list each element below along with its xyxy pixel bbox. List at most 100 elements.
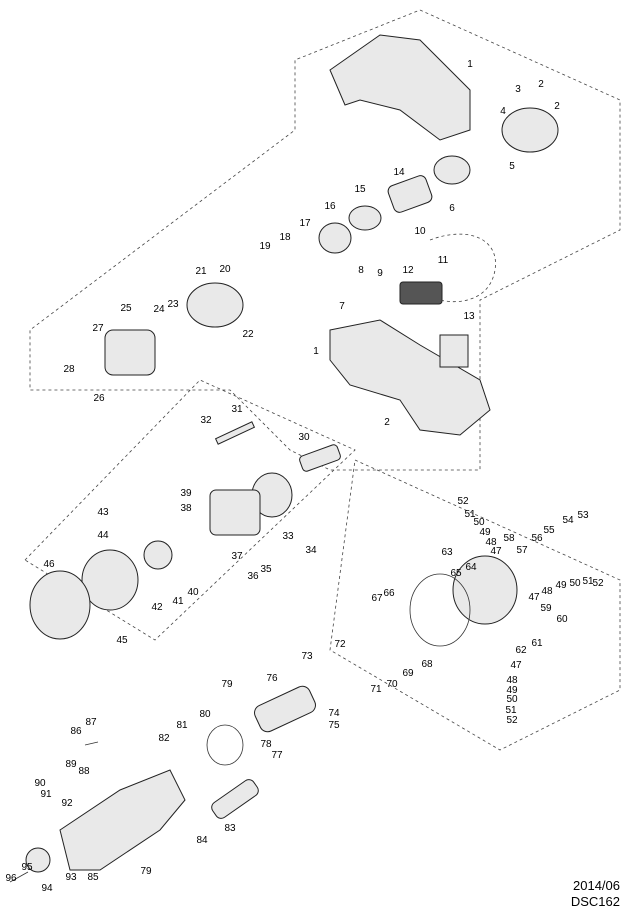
- valve-body: [452, 555, 518, 625]
- part-label: 78: [260, 739, 272, 750]
- part-label: 25: [120, 303, 132, 314]
- part-label: 38: [180, 503, 192, 514]
- part-label: 83: [224, 823, 236, 834]
- cylinder: [254, 685, 316, 733]
- part-label: 62: [515, 645, 527, 656]
- part-label: 33: [282, 531, 294, 542]
- part-label: 12: [402, 265, 414, 276]
- part-label: 37: [231, 551, 243, 562]
- part-label: 85: [87, 872, 99, 883]
- part-label: 65: [450, 568, 462, 579]
- screw-86: [84, 741, 99, 746]
- switch: [399, 281, 443, 305]
- part-label: 19: [259, 241, 271, 252]
- part-label: 7: [339, 301, 345, 312]
- part-label: 48: [506, 675, 518, 686]
- part-label: 11: [437, 255, 449, 266]
- housing-shell-top: [329, 34, 471, 141]
- part-label: 5: [509, 161, 515, 172]
- part-label: 48: [541, 586, 553, 597]
- part-label: 8: [358, 265, 364, 276]
- part-label: 20: [219, 264, 231, 275]
- group-outline-right: [329, 459, 621, 751]
- part-label: 41: [172, 596, 184, 607]
- part-label: 88: [78, 766, 90, 777]
- part-label: 81: [176, 720, 188, 731]
- controller: [439, 334, 469, 368]
- part-label: 64: [465, 562, 477, 573]
- field: [348, 205, 382, 231]
- outer-ring: [81, 549, 139, 611]
- part-label: 52: [592, 578, 604, 589]
- part-label: 87: [85, 717, 97, 728]
- part-label: 17: [299, 218, 311, 229]
- part-label: 32: [200, 415, 212, 426]
- part-label: 66: [383, 588, 395, 599]
- part-label: 72: [334, 639, 346, 650]
- part-label: 13: [463, 311, 475, 322]
- gear-housing: [186, 282, 244, 328]
- brush-plate: [433, 155, 471, 185]
- part-label: 30: [298, 432, 310, 443]
- part-label: 35: [260, 564, 272, 575]
- part-label: 1: [313, 346, 319, 357]
- part-label: 26: [93, 393, 105, 404]
- part-label: 90: [34, 778, 46, 789]
- part-label: 1: [467, 59, 473, 70]
- part-label: 40: [187, 587, 199, 598]
- part-label: 31: [231, 404, 243, 415]
- part-label: 63: [441, 547, 453, 558]
- bolt: [214, 421, 256, 445]
- armature: [387, 175, 433, 213]
- part-label: 55: [543, 525, 555, 536]
- part-label: 50: [506, 694, 518, 705]
- date-stamp: 2014/06: [573, 878, 620, 893]
- part-label: 67: [371, 593, 383, 604]
- part-label: 53: [577, 510, 589, 521]
- spring: [206, 724, 244, 766]
- part-label: 70: [386, 679, 398, 690]
- bearing-plate: [318, 222, 352, 254]
- part-label: 56: [531, 533, 543, 544]
- sleeve: [211, 779, 259, 819]
- part-label: 76: [266, 673, 278, 684]
- part-label: 18: [279, 232, 291, 243]
- part-label: 82: [158, 733, 170, 744]
- part-label: 27: [92, 323, 104, 334]
- part-label: 75: [328, 720, 340, 731]
- part-label: 49: [506, 685, 518, 696]
- group-outline-middle: [24, 379, 356, 641]
- part-label: 86: [70, 726, 82, 737]
- group-outline-top: [29, 9, 621, 471]
- part-label: 89: [65, 759, 77, 770]
- part-label: 52: [457, 496, 469, 507]
- part-label: 51: [464, 509, 476, 520]
- part-label: 46: [43, 559, 55, 570]
- part-label: 3: [515, 84, 521, 95]
- part-label: 44: [97, 530, 109, 541]
- front-housing: [104, 329, 156, 376]
- part-label: 91: [40, 789, 52, 800]
- part-label: 95: [21, 862, 33, 873]
- part-label: 49: [479, 527, 491, 538]
- gear-plate: [209, 489, 261, 536]
- part-label: 49: [555, 580, 567, 591]
- part-label: 54: [562, 515, 574, 526]
- part-label: 36: [247, 571, 259, 582]
- part-label: 28: [63, 364, 75, 375]
- part-label: 74: [328, 708, 340, 719]
- part-label: 15: [354, 184, 366, 195]
- housing-shell-bottom: [329, 319, 491, 436]
- part-label: 73: [301, 651, 313, 662]
- part-label: 51: [505, 705, 517, 716]
- part-label: 60: [556, 614, 568, 625]
- part-label: 34: [305, 545, 317, 556]
- part-label: 61: [531, 638, 543, 649]
- wire-harness: [429, 233, 496, 303]
- drawing-code: DSC162: [570, 894, 620, 909]
- part-label: 21: [195, 266, 207, 277]
- part-label: 47: [528, 592, 540, 603]
- part-label: 79: [140, 866, 152, 877]
